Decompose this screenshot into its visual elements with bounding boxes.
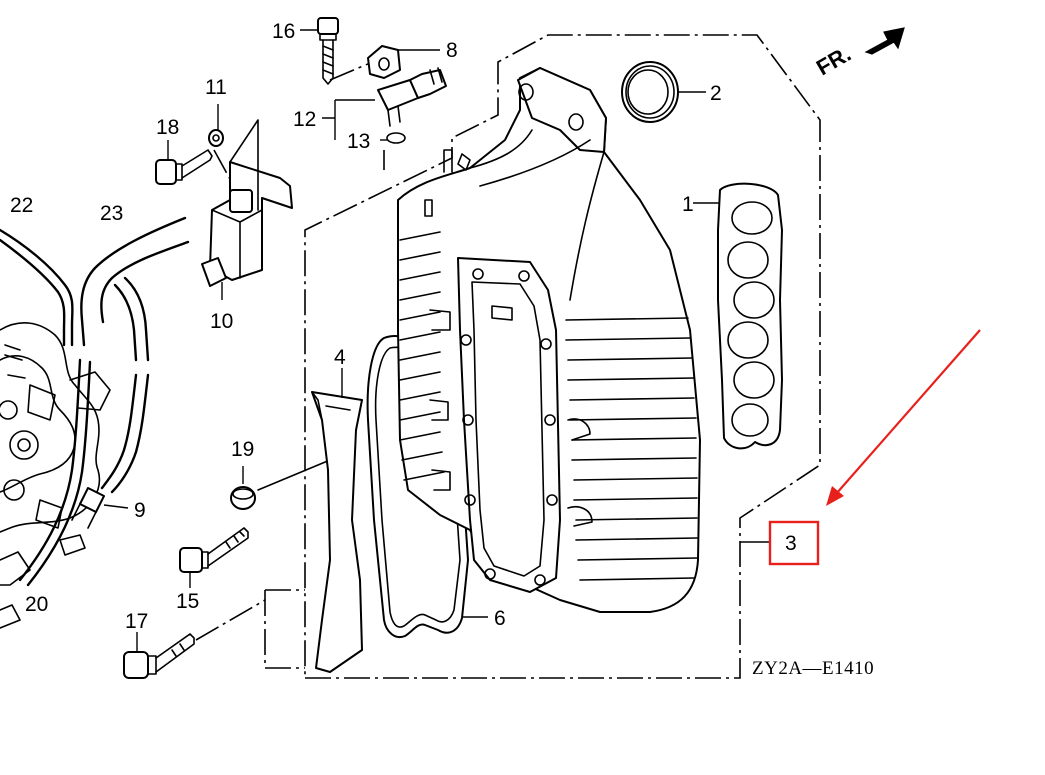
callout-16: 16 [272, 20, 295, 43]
manifold-cover-plate-4 [311, 368, 363, 673]
o-ring-13 [380, 132, 406, 144]
o-ring-seal-2 [621, 61, 706, 123]
hose-23 [80, 216, 190, 362]
callout-10: 10 [210, 310, 233, 333]
bolt-18 [155, 140, 213, 185]
hose-22 [0, 228, 74, 347]
drawing-code: ZY2A—E1410 [752, 658, 874, 679]
map-sensor-12 [322, 67, 447, 140]
direction-label: FR. [812, 41, 855, 80]
callout-22: 22 [10, 194, 33, 217]
ignition-coil-module-10 [201, 119, 293, 300]
callout-labels: 1 2 3 4 6 8 9 10 11 12 13 15 16 17 18 19… [10, 20, 797, 633]
hose-20 [18, 358, 150, 587]
callout-13: 13 [347, 130, 370, 153]
intake-manifold-assembly-3 [397, 67, 701, 613]
callout-19: 19 [231, 438, 254, 461]
bolt-16 [300, 17, 339, 85]
flange-bolt-15 [179, 527, 249, 588]
callout-9: 9 [134, 499, 146, 522]
callout-11: 11 [205, 76, 227, 99]
callout-1: 1 [682, 193, 694, 216]
callout-3: 3 [785, 532, 797, 555]
sensor-bracket-8 [367, 45, 440, 79]
callout-2: 2 [710, 82, 722, 105]
flange-bolt-17 [123, 632, 195, 679]
collar-19 [230, 459, 331, 510]
washer-11 [208, 104, 224, 147]
callout-12: 12 [293, 108, 316, 131]
callout-4: 4 [334, 346, 346, 369]
callout-6: 6 [494, 607, 506, 630]
intake-manifold-gasket-1 [693, 182, 783, 450]
callout-20: 20 [25, 593, 48, 616]
callout-8: 8 [446, 39, 458, 62]
callout-23: 23 [100, 202, 123, 225]
callout-15: 15 [176, 590, 199, 613]
front-direction-arrow: FR. [812, 27, 905, 80]
callout-18: 18 [156, 116, 179, 139]
callout-17: 17 [125, 610, 148, 633]
highlight-arrow [826, 329, 981, 506]
engine-block-partial [0, 322, 111, 629]
hose-fitting-9 [71, 487, 129, 529]
highlight-box [768, 520, 820, 566]
